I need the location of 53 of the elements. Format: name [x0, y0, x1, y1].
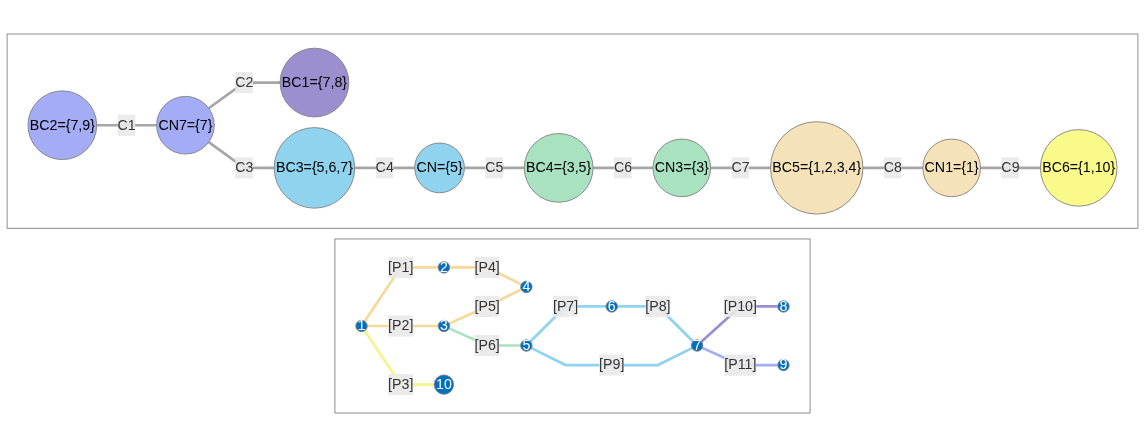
node-circle: BC5={1,2,3,4}	[770, 121, 864, 215]
connector	[448, 288, 522, 325]
node-circle: BC4={3,5}	[523, 133, 594, 203]
edge-label: C1	[117, 117, 136, 133]
edge-label: [P11]	[724, 357, 757, 373]
node-circle: 4	[520, 280, 533, 294]
cluster	[334, 238, 811, 414]
edge-label: C9	[1001, 159, 1020, 175]
connector	[593, 166, 653, 170]
connector	[208, 81, 281, 110]
edge-label: [P1]	[388, 259, 414, 275]
node-circle: BC1={7,8}	[279, 47, 350, 118]
node-circle: BC6={1,10}	[1039, 129, 1118, 207]
edge-label: [P7]	[552, 298, 579, 314]
node-circle: 9	[777, 358, 790, 372]
connector	[862, 166, 923, 170]
edge-label: C5	[485, 159, 504, 175]
edge-label: [P4]	[474, 259, 500, 275]
connector	[354, 166, 415, 170]
node-circle: CN3={3}	[652, 138, 712, 198]
edge-label: [P9]	[599, 357, 625, 373]
edge-label: [P2]	[388, 317, 414, 334]
node-circle: CN={5}	[414, 142, 465, 194]
node-circle: 8	[777, 300, 790, 313]
edge-label: C6	[613, 159, 633, 175]
node-circle: BC3={5,6,7}	[273, 127, 356, 209]
node-circle: CN7={7}	[156, 95, 215, 155]
node-circle: 2	[437, 261, 451, 274]
connector	[464, 166, 525, 170]
edge-label: [P8]	[645, 298, 671, 314]
connector	[96, 123, 157, 127]
edge-label: C7	[731, 159, 750, 175]
edge-label: C8	[883, 159, 902, 175]
node-circle: CN1={1}	[922, 138, 981, 198]
edge-label: [P5]	[474, 298, 500, 314]
node-circle: 10	[433, 374, 455, 395]
edge-label: [P10]	[723, 298, 757, 314]
connector	[980, 166, 1041, 170]
node-circle: 7	[690, 339, 704, 352]
edge-label: [P6]	[474, 337, 500, 353]
edge-label: C4	[375, 159, 394, 175]
connector	[208, 141, 275, 170]
edge-label: C3	[235, 159, 254, 175]
edge-label: [P3]	[388, 376, 414, 392]
node-circle: BC2={7,9}	[27, 90, 98, 161]
connector	[530, 346, 693, 367]
node-circle: 5	[520, 339, 533, 352]
cluster	[6, 33, 1139, 229]
node-circle: 6	[605, 300, 618, 313]
node-circle: 3	[437, 319, 451, 333]
connector	[710, 166, 771, 170]
edge-label: C2	[235, 74, 254, 90]
node-circle: 1	[355, 319, 368, 333]
